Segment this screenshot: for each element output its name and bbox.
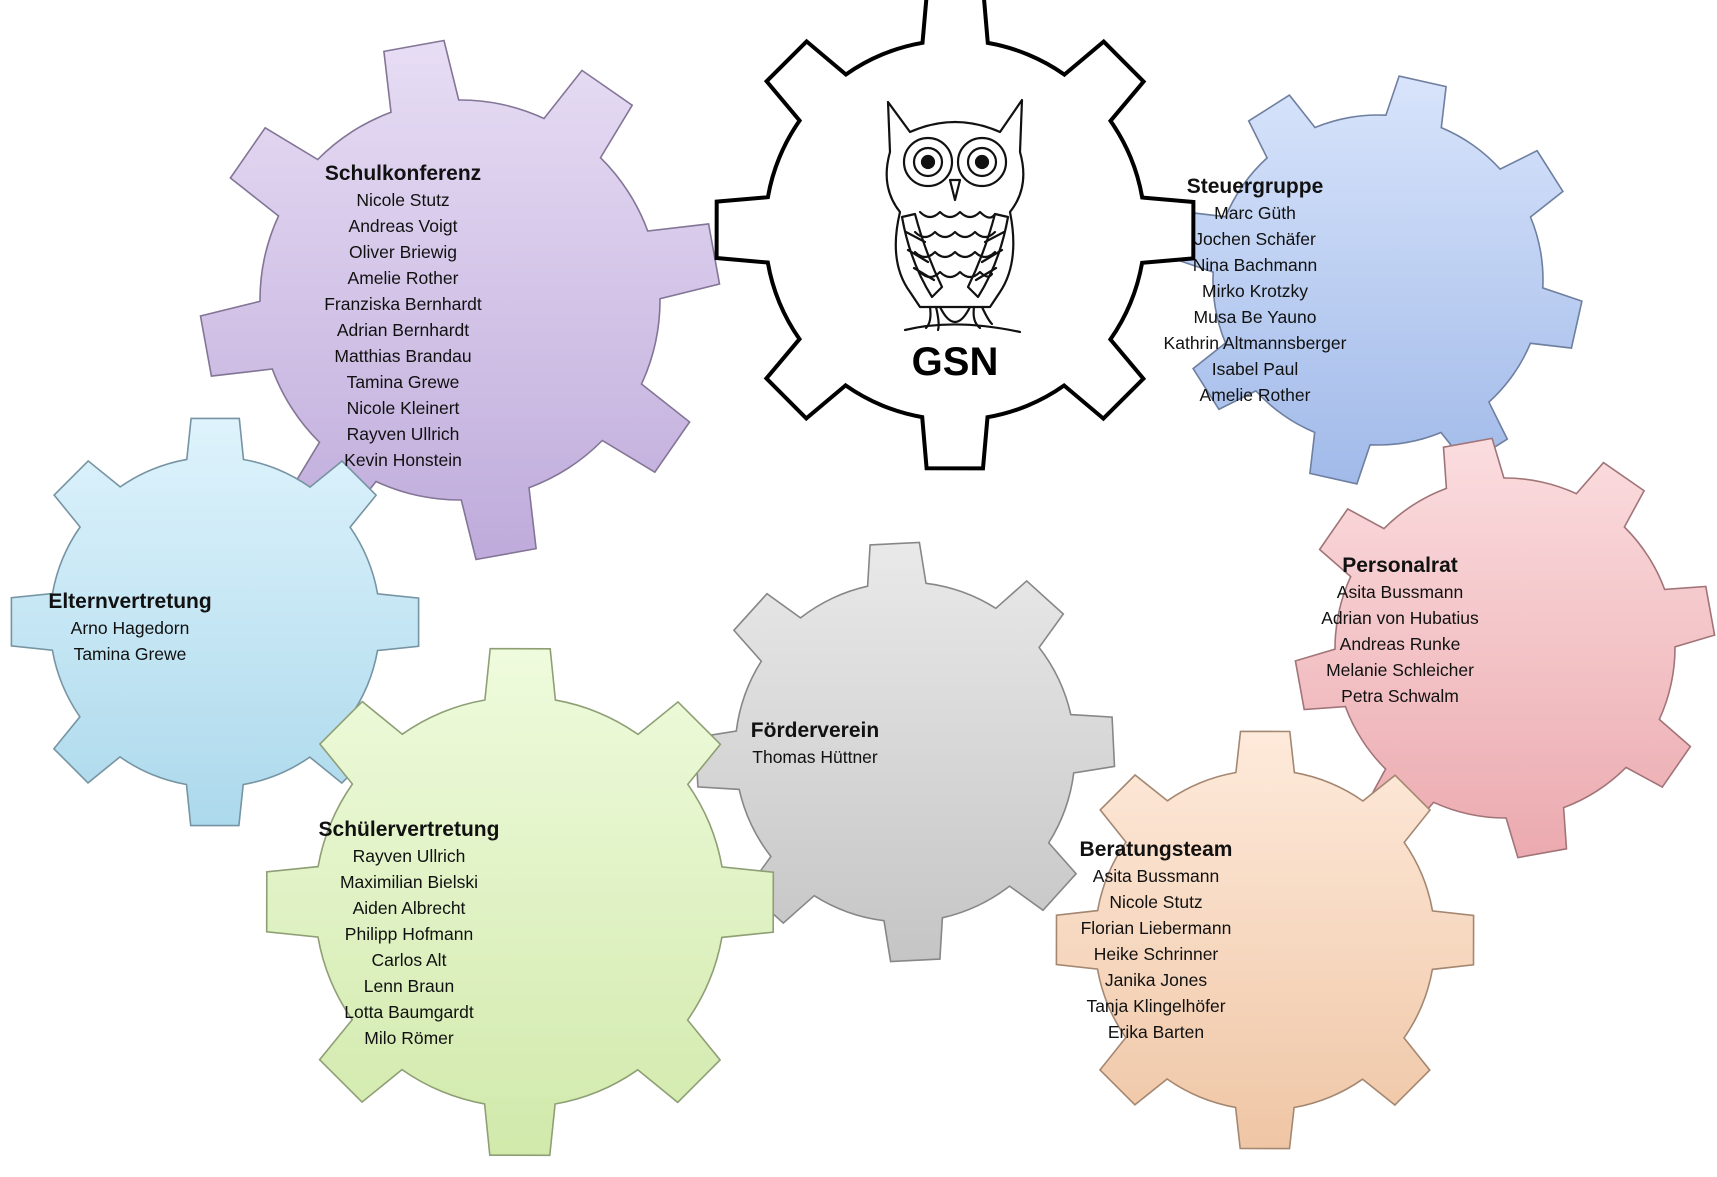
group-title: Steuergruppe xyxy=(1186,175,1324,198)
gear-elternvertretung xyxy=(10,417,420,827)
group-title: Elternvertretung xyxy=(48,590,212,613)
member-name: Andreas Voigt xyxy=(348,216,458,236)
owl-icon xyxy=(885,98,1025,334)
member-name: Maximilian Bielski xyxy=(339,872,479,892)
member-name: Matthias Brandau xyxy=(334,346,472,366)
member-name: Arno Hagedorn xyxy=(70,618,190,638)
group-foerderverein: Förderverein Thomas Hüttner xyxy=(725,717,905,770)
gear-foerderverein xyxy=(694,541,1116,963)
member-name: Marc Güth xyxy=(1214,203,1296,223)
member-name: Tamina Grewe xyxy=(73,644,187,664)
member-name: Adrian Bernhardt xyxy=(336,320,470,340)
group-personalrat: Personalrat Asita Bussmann Adrian von Hu… xyxy=(1290,552,1510,709)
member-name: Asita Bussmann xyxy=(1092,866,1220,886)
member-name: Adrian von Hubatius xyxy=(1321,608,1479,628)
group-schuelervertretung: Schülervertretung Rayven Ullrich Maximil… xyxy=(299,816,519,1051)
group-beratungsteam: Beratungsteam Asita Bussmann Nicole Stut… xyxy=(1046,836,1266,1045)
member-name: Philipp Hofmann xyxy=(344,924,474,944)
member-name: Carlos Alt xyxy=(371,950,447,970)
member-name: Erika Barten xyxy=(1107,1022,1205,1042)
group-schulkonferenz: Schulkonferenz Nicole Stutz Andreas Voig… xyxy=(298,160,508,473)
member-name: Florian Liebermann xyxy=(1080,918,1232,938)
member-name: Nina Bachmann xyxy=(1192,255,1318,275)
member-name: Nicole Stutz xyxy=(356,190,450,210)
gear-personalrat xyxy=(1294,437,1716,859)
member-name: Nicole Kleinert xyxy=(346,398,460,418)
member-name: Rayven Ullrich xyxy=(346,424,460,444)
member-name: Aiden Albrecht xyxy=(352,898,466,918)
group-elternvertretung: Elternvertretung Arno Hagedorn Tamina Gr… xyxy=(30,588,230,667)
member-name: Amelie Rother xyxy=(1199,385,1311,405)
member-name: Jochen Schäfer xyxy=(1194,229,1316,249)
group-title: Personalrat xyxy=(1342,554,1458,577)
member-name: Lenn Braun xyxy=(363,976,455,996)
member-name: Kathrin Altmannsberger xyxy=(1163,333,1347,353)
gear-schuelervertretung xyxy=(265,647,775,1157)
center-label: GSN xyxy=(911,340,999,384)
gear-beratungsteam xyxy=(1055,730,1475,1150)
member-name: Oliver Briewig xyxy=(349,242,457,262)
member-name: Petra Schwalm xyxy=(1341,686,1459,706)
member-name: Janika Jones xyxy=(1104,970,1208,990)
group-title: Beratungsteam xyxy=(1079,838,1233,861)
member-name: Thomas Hüttner xyxy=(752,747,878,767)
member-name: Andreas Runke xyxy=(1339,634,1461,654)
member-name: Melanie Schleicher xyxy=(1326,660,1474,680)
member-name: Amelie Rother xyxy=(347,268,459,288)
member-name: Heike Schrinner xyxy=(1093,944,1219,964)
group-title: Förderverein xyxy=(750,719,880,742)
member-name: Musa Be Yauno xyxy=(1193,307,1317,327)
group-title: Schulkonferenz xyxy=(324,162,482,185)
member-name: Asita Bussmann xyxy=(1336,582,1464,602)
group-steuergruppe: Steuergruppe Marc Güth Jochen Schäfer Ni… xyxy=(1135,173,1375,408)
member-name: Tanja Klingelhöfer xyxy=(1086,996,1226,1016)
member-name: Rayven Ullrich xyxy=(352,846,466,866)
gear-center xyxy=(714,0,1196,471)
member-name: Mirko Krotzky xyxy=(1202,281,1308,301)
member-name: Nicole Stutz xyxy=(1109,892,1203,912)
gear-steuergruppe xyxy=(1173,75,1583,485)
member-name: Milo Römer xyxy=(364,1028,454,1048)
member-name: Lotta Baumgardt xyxy=(344,1002,474,1022)
group-title: Schülervertretung xyxy=(318,818,500,841)
gear-schulkonferenz xyxy=(199,39,721,561)
member-name: Tamina Grewe xyxy=(346,372,460,392)
member-name: Kevin Honstein xyxy=(344,450,462,470)
member-name: Franziska Bernhardt xyxy=(324,294,482,314)
member-name: Isabel Paul xyxy=(1211,359,1299,379)
